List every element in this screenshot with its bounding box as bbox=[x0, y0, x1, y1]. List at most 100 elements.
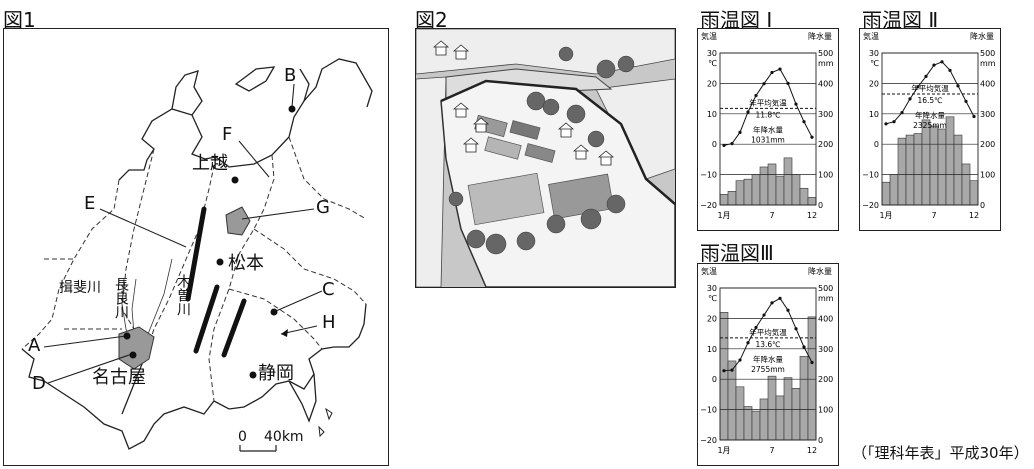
temp-tick-label: 20 bbox=[707, 79, 717, 88]
precip-tick-label: 300 bbox=[980, 110, 995, 119]
precip-bar bbox=[905, 134, 915, 206]
map-label-h: H bbox=[322, 312, 336, 333]
precip-axis-label: 降水量 bbox=[808, 266, 832, 276]
temp-point bbox=[738, 130, 742, 134]
precip-tick-label: 300 bbox=[818, 110, 833, 119]
precip-tick-label: 300 bbox=[818, 345, 833, 354]
month-tick-label: 1月 bbox=[879, 211, 892, 220]
temp-tick-label: −20 bbox=[862, 201, 879, 210]
temp-tick-label: 30 bbox=[869, 49, 879, 58]
precip-tick-label: 500 bbox=[818, 284, 833, 293]
river-label-ibi: 揖斐川 bbox=[59, 280, 101, 296]
temp-tick-label: 30 bbox=[707, 284, 717, 293]
temp-tick-label: 20 bbox=[707, 314, 717, 323]
temp-point bbox=[956, 84, 960, 88]
temp-tick-label: 10 bbox=[707, 110, 717, 119]
temp-tick-label: 0 bbox=[874, 140, 879, 149]
temp-point bbox=[924, 74, 928, 79]
temp-point bbox=[884, 122, 888, 126]
precip-bar bbox=[791, 388, 801, 441]
precip-bar bbox=[889, 174, 899, 206]
precip-bar bbox=[807, 197, 817, 206]
annual-precip-caption: 年降水量 bbox=[753, 124, 783, 134]
precip-bar bbox=[735, 386, 745, 441]
precip-bar bbox=[783, 157, 793, 206]
temp-unit: ℃ bbox=[708, 59, 717, 68]
map-label-a: A bbox=[28, 335, 41, 356]
temp-point bbox=[810, 135, 814, 139]
temp-point bbox=[770, 70, 774, 75]
waju-illustration bbox=[416, 29, 675, 287]
map-label-g: G bbox=[316, 197, 330, 218]
precip-bar bbox=[751, 410, 761, 441]
map-label-d: D bbox=[32, 373, 46, 394]
precip-bar bbox=[791, 174, 801, 206]
precip-bar bbox=[719, 194, 729, 206]
temp-point bbox=[794, 102, 798, 106]
scale-zero: 0 bbox=[238, 429, 247, 445]
map-label-f: F bbox=[222, 124, 233, 145]
temp-point bbox=[762, 82, 766, 86]
precip-bar bbox=[759, 398, 769, 441]
temp-point bbox=[730, 141, 734, 146]
precip-tick-label: 100 bbox=[818, 171, 833, 180]
precip-unit: mm bbox=[980, 59, 996, 68]
temp-point bbox=[786, 308, 790, 312]
map-label-c: C bbox=[322, 279, 335, 300]
temp-axis-label: 気温 bbox=[701, 31, 717, 41]
precip-bar bbox=[767, 375, 777, 441]
temp-tick-label: −20 bbox=[700, 201, 717, 210]
precip-bar bbox=[929, 125, 939, 206]
waju-illustration-frame bbox=[415, 28, 676, 288]
plot-frame bbox=[881, 52, 979, 206]
precip-bar bbox=[961, 163, 971, 206]
temp-point bbox=[794, 327, 798, 331]
annual-precip-value: 1031mm bbox=[751, 135, 785, 144]
temp-point bbox=[778, 296, 782, 300]
month-tick-label: 12 bbox=[807, 446, 817, 455]
annual-precip-value: 2755mm bbox=[751, 365, 785, 374]
precip-tick-label: 0 bbox=[818, 201, 823, 210]
temp-axis-label: 気温 bbox=[701, 266, 717, 276]
temp-tick-label: −10 bbox=[700, 406, 717, 415]
month-tick-label: 12 bbox=[969, 211, 979, 220]
temp-tick-label: 20 bbox=[869, 79, 879, 88]
precip-bar bbox=[937, 128, 947, 206]
precip-bar bbox=[775, 175, 785, 206]
river-label-kiso: 木曽川 bbox=[175, 274, 191, 316]
temp-point bbox=[722, 369, 726, 373]
temp-tick-label: −10 bbox=[862, 171, 879, 180]
precip-bar bbox=[807, 316, 817, 441]
precip-tick-label: 500 bbox=[818, 49, 833, 58]
temp-tick-label: −20 bbox=[700, 436, 717, 445]
temp-line bbox=[885, 61, 975, 125]
temp-line bbox=[723, 297, 813, 372]
map-label-shizuoka: 静岡 bbox=[258, 363, 294, 384]
precip-bar bbox=[775, 395, 785, 441]
temp-tick-label: 10 bbox=[869, 110, 879, 119]
avg-temp-caption: 年平均気温 bbox=[749, 327, 787, 337]
precip-tick-label: 400 bbox=[818, 314, 833, 323]
precip-bar bbox=[897, 137, 907, 206]
plot-frame bbox=[719, 287, 817, 441]
precip-bar bbox=[751, 174, 761, 206]
temp-point bbox=[940, 60, 944, 64]
plot-frame bbox=[719, 52, 817, 206]
precip-bar bbox=[799, 187, 809, 206]
temp-point bbox=[908, 97, 912, 101]
precip-bar bbox=[799, 356, 809, 441]
temp-point bbox=[964, 99, 968, 103]
precip-bar bbox=[743, 406, 753, 441]
point-b bbox=[288, 105, 296, 113]
map-label-matsumoto: 松本 bbox=[228, 253, 264, 274]
precip-bar bbox=[921, 119, 931, 206]
shizuoka-dot bbox=[249, 371, 257, 379]
chubu-map bbox=[21, 58, 373, 452]
temp-point bbox=[738, 358, 742, 362]
temp-tick-label: 0 bbox=[712, 375, 717, 384]
kiso-mountains-line bbox=[193, 284, 220, 354]
